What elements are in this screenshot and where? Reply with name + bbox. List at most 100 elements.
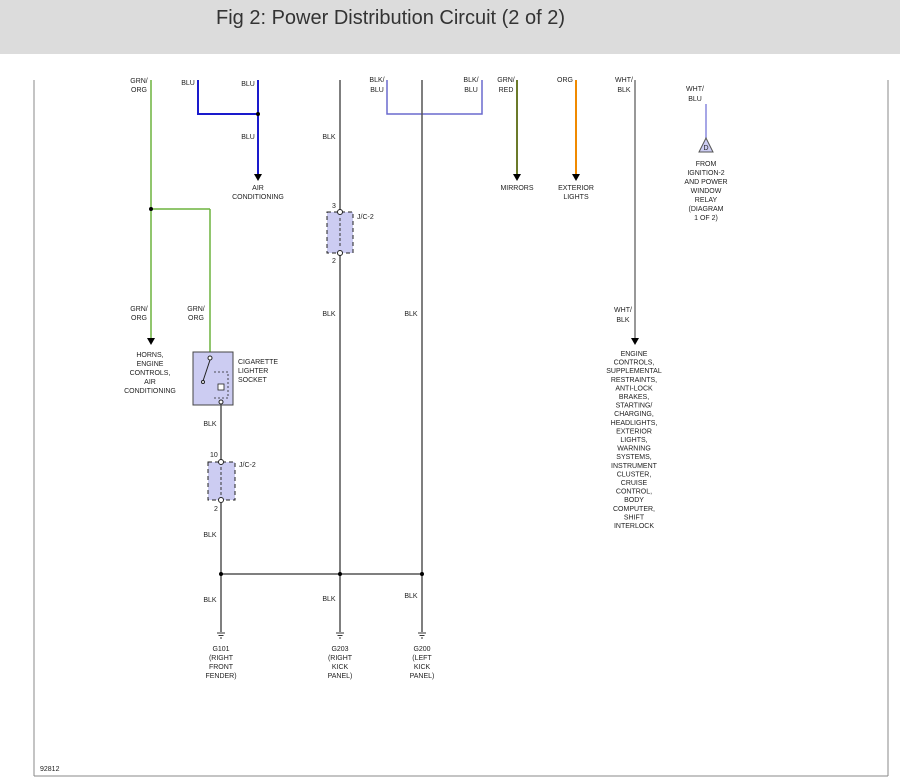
dest-engine-controls-item: CONTROLS, (614, 360, 655, 367)
lighter-out-pin (218, 399, 224, 405)
arrow-horns (147, 338, 155, 345)
page-title: Fig 2: Power Distribution Circuit (2 of … (216, 7, 566, 29)
dest-horns-4: AIR (144, 379, 156, 386)
label-grn-red-2: RED (499, 87, 514, 94)
diagram-id: 92812 (40, 766, 60, 773)
ground-g200-3: KICK (414, 664, 431, 671)
jc2-lower-pin-bottom (218, 497, 224, 503)
dest-engine-controls-item: WARNING (617, 446, 651, 453)
label-wht-blu-1: WHT/ (686, 86, 704, 93)
ground-g203-1: G203 (331, 646, 348, 653)
dest-exterior-lights-2: LIGHTS (563, 194, 589, 201)
label-wht-blk-top-1: WHT/ (615, 77, 633, 84)
label-wht-blu-2: BLU (688, 96, 702, 103)
header-bar: Fig 2: Power Distribution Circuit (2 of … (0, 0, 900, 54)
label-grn-org-top-1: GRN/ (130, 78, 148, 85)
dest-engine-controls-item: SYSTEMS, (616, 454, 651, 461)
dest-air-conditioning-2: CONDITIONING (232, 194, 284, 201)
label-blk-g200: BLK (404, 593, 418, 600)
dest-from-ignition-5: RELAY (695, 197, 718, 204)
label-wht-blk-top-2: BLK (617, 87, 631, 94)
cigarette-lighter-box (192, 351, 234, 406)
label-grn-org-mid-a-2: ORG (131, 315, 147, 322)
splice-blu (256, 112, 260, 116)
ground-g203-4: PANEL) (328, 673, 353, 680)
label-grn-org-mid-a-1: GRN/ (130, 306, 148, 313)
jc2-lower-label: J/C-2 (239, 462, 256, 469)
ground-g101-1: G101 (212, 646, 229, 653)
label-blk-left-top: BLK (322, 134, 336, 141)
dest-from-ignition-6: (DIAGRAM (689, 206, 724, 213)
dest-engine-controls-item: HEADLIGHTS, (611, 420, 658, 427)
arrow-exterior-lights (572, 174, 580, 181)
label-blk-blu-a-1: BLK/ (369, 77, 384, 84)
label-blk-g203: BLK (322, 596, 336, 603)
ground-symbol-g203 (336, 632, 344, 639)
label-blu-c: BLU (241, 134, 255, 141)
label-org: ORG (557, 77, 573, 84)
dest-mirrors: MIRRORS (500, 185, 533, 192)
label-blk-mid-b: BLK (404, 311, 418, 318)
label-blk-jc-out: BLK (203, 532, 217, 539)
dest-engine-controls-item: LIGHTS, (620, 437, 647, 444)
lighter-switch-arm (202, 359, 211, 382)
jc2-lower-pin-bottom-label: 2 (214, 506, 218, 513)
dest-from-ignition-7: 1 OF 2) (694, 215, 718, 222)
label-blk-blu-b-1: BLK/ (463, 77, 478, 84)
dest-air-conditioning-1: AIR (252, 185, 264, 192)
dest-horns-1: HORNS, (136, 352, 163, 359)
jc2-upper-pin-bottom-label: 2 (332, 258, 336, 265)
dest-engine-controls-item: CLUSTER, (617, 471, 652, 478)
dest-engine-controls-item: INTERLOCK (614, 523, 654, 530)
label-blk-blu-b-2: BLU (464, 87, 478, 94)
dest-engine-controls-item: BODY (624, 497, 644, 504)
lighter-heater (217, 383, 225, 391)
dest-engine-controls-list: ENGINECONTROLS,SUPPLEMENTALRESTRAINTS,AN… (606, 351, 662, 530)
ground-g101-4: FENDER) (205, 673, 236, 680)
wire-blu-loop (197, 80, 259, 115)
dest-engine-controls-item: CHARGING, (614, 411, 654, 418)
lighter-label-2: LIGHTER (238, 368, 268, 375)
ground-symbol-g101 (217, 632, 225, 639)
ground-g200-4: PANEL) (410, 673, 435, 680)
label-grn-red-1: GRN/ (497, 77, 515, 84)
dest-engine-controls-item: CRUISE (621, 480, 648, 487)
splice-grn-org (149, 207, 153, 211)
arrow-air-conditioning (254, 174, 262, 181)
connector-d-label: D (703, 145, 708, 152)
jc2-upper-pin-bottom (337, 250, 343, 256)
dest-horns-2: ENGINE (137, 361, 164, 368)
dest-horns-3: CONTROLS, (130, 370, 171, 377)
label-grn-org-top-2: ORG (131, 87, 147, 94)
splice-ground-1 (219, 572, 223, 576)
dest-exterior-lights-1: EXTERIOR (558, 185, 594, 192)
wire-blk-blu-loop (386, 80, 483, 115)
label-blk-lighter-out: BLK (203, 421, 217, 428)
dest-engine-controls-item: BRAKES, (619, 394, 649, 401)
lighter-label-3: SOCKET (238, 377, 268, 384)
lighter-switch-pivot (207, 355, 213, 361)
label-blu-a: BLU (181, 80, 195, 87)
label-blu-b: BLU (241, 81, 255, 88)
ground-g101-2: (RIGHT (209, 655, 234, 662)
dest-from-ignition-4: WINDOW (691, 188, 722, 195)
ground-g203-3: KICK (332, 664, 349, 671)
jc2-upper-pin-top-label: 3 (332, 203, 336, 210)
dest-from-ignition-2: IGNITION-2 (687, 170, 724, 177)
label-grn-org-mid-b-2: ORG (188, 315, 204, 322)
jc2-upper-label: J/C-2 (357, 214, 374, 221)
dest-engine-controls-item: EXTERIOR (616, 428, 652, 435)
ground-g200-1: G200 (413, 646, 430, 653)
jc2-lower-pin-top-label: 10 (210, 452, 218, 459)
dest-engine-controls-item: CONTROL, (616, 489, 652, 496)
dest-engine-controls-item: INSTRUMENT (611, 463, 658, 470)
jc2-upper-pin-top (337, 209, 343, 215)
dest-horns-5: CONDITIONING (124, 388, 176, 395)
label-blk-blu-a-2: BLU (370, 87, 384, 94)
ground-symbol-g200 (418, 632, 426, 639)
splice-ground-3 (420, 572, 424, 576)
label-grn-org-mid-b-1: GRN/ (187, 306, 205, 313)
label-wht-blk-mid-2: BLK (616, 317, 630, 324)
lighter-label-1: CIGARETTE (238, 359, 278, 366)
